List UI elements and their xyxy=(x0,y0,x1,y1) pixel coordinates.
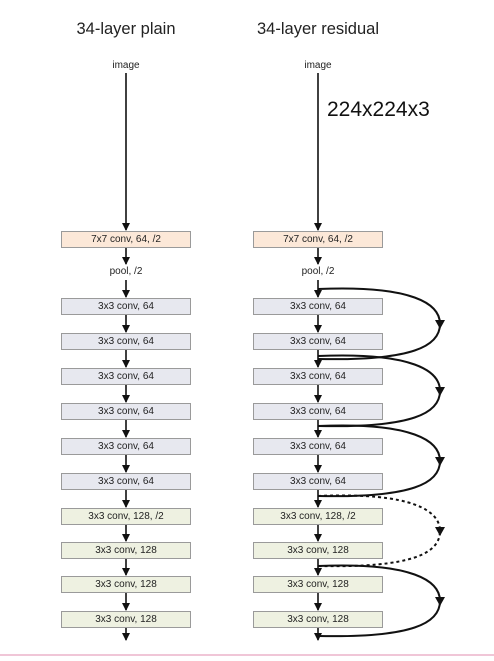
plain-layer-2: 3x3 conv, 64 xyxy=(61,298,191,315)
residual-layer-7: 3x3 conv, 64 xyxy=(253,473,383,490)
residual-layer-5: 3x3 conv, 64 xyxy=(253,403,383,420)
skip-connection-3-arrowhead xyxy=(435,457,445,466)
bottom-divider xyxy=(0,654,494,656)
plain-layer-1: 7x7 conv, 64, /2 xyxy=(61,231,191,248)
plain-pool-label: pool, /2 xyxy=(109,266,143,277)
residual-column-title: 34-layer residual xyxy=(257,20,379,38)
skip-connection-2-arrowhead xyxy=(435,387,445,396)
residual-layer-8: 3x3 conv, 128, /2 xyxy=(253,508,383,525)
plain-layer-5: 3x3 conv, 64 xyxy=(61,403,191,420)
residual-layer-4: 3x3 conv, 64 xyxy=(253,368,383,385)
skip-connection-5-arrowhead xyxy=(435,597,445,606)
input-size-annotation: 224x224x3 xyxy=(327,98,430,121)
residual-layer-10: 3x3 conv, 128 xyxy=(253,576,383,593)
residual-layer-11: 3x3 conv, 128 xyxy=(253,611,383,628)
plain-layer-9: 3x3 conv, 128 xyxy=(61,542,191,559)
residual-layer-1: 7x7 conv, 64, /2 xyxy=(253,231,383,248)
plain-layer-3: 3x3 conv, 64 xyxy=(61,333,191,350)
plain-layer-6: 3x3 conv, 64 xyxy=(61,438,191,455)
skip-connection-3 xyxy=(317,424,442,498)
skip-connection-1-arrowhead xyxy=(435,320,445,329)
residual-layer-9: 3x3 conv, 128 xyxy=(253,542,383,559)
residual-image-label: image xyxy=(304,60,332,71)
plain-image-label: image xyxy=(112,60,140,71)
plain-layer-4: 3x3 conv, 64 xyxy=(61,368,191,385)
plain-layer-8: 3x3 conv, 128, /2 xyxy=(61,508,191,525)
plain-layer-10: 3x3 conv, 128 xyxy=(61,576,191,593)
residual-layer-3: 3x3 conv, 64 xyxy=(253,333,383,350)
skip-connection-1 xyxy=(317,287,442,361)
residual-layer-2: 3x3 conv, 64 xyxy=(253,298,383,315)
skip-connection-5 xyxy=(317,564,442,638)
plain-column-title: 34-layer plain xyxy=(76,20,176,38)
skip-connection-4 xyxy=(317,494,442,568)
residual-pool-label: pool, /2 xyxy=(301,266,335,277)
plain-layer-11: 3x3 conv, 128 xyxy=(61,611,191,628)
skip-connection-4-arrowhead xyxy=(435,527,445,536)
residual-layer-6: 3x3 conv, 64 xyxy=(253,438,383,455)
plain-layer-7: 3x3 conv, 64 xyxy=(61,473,191,490)
skip-connection-2 xyxy=(317,354,442,428)
